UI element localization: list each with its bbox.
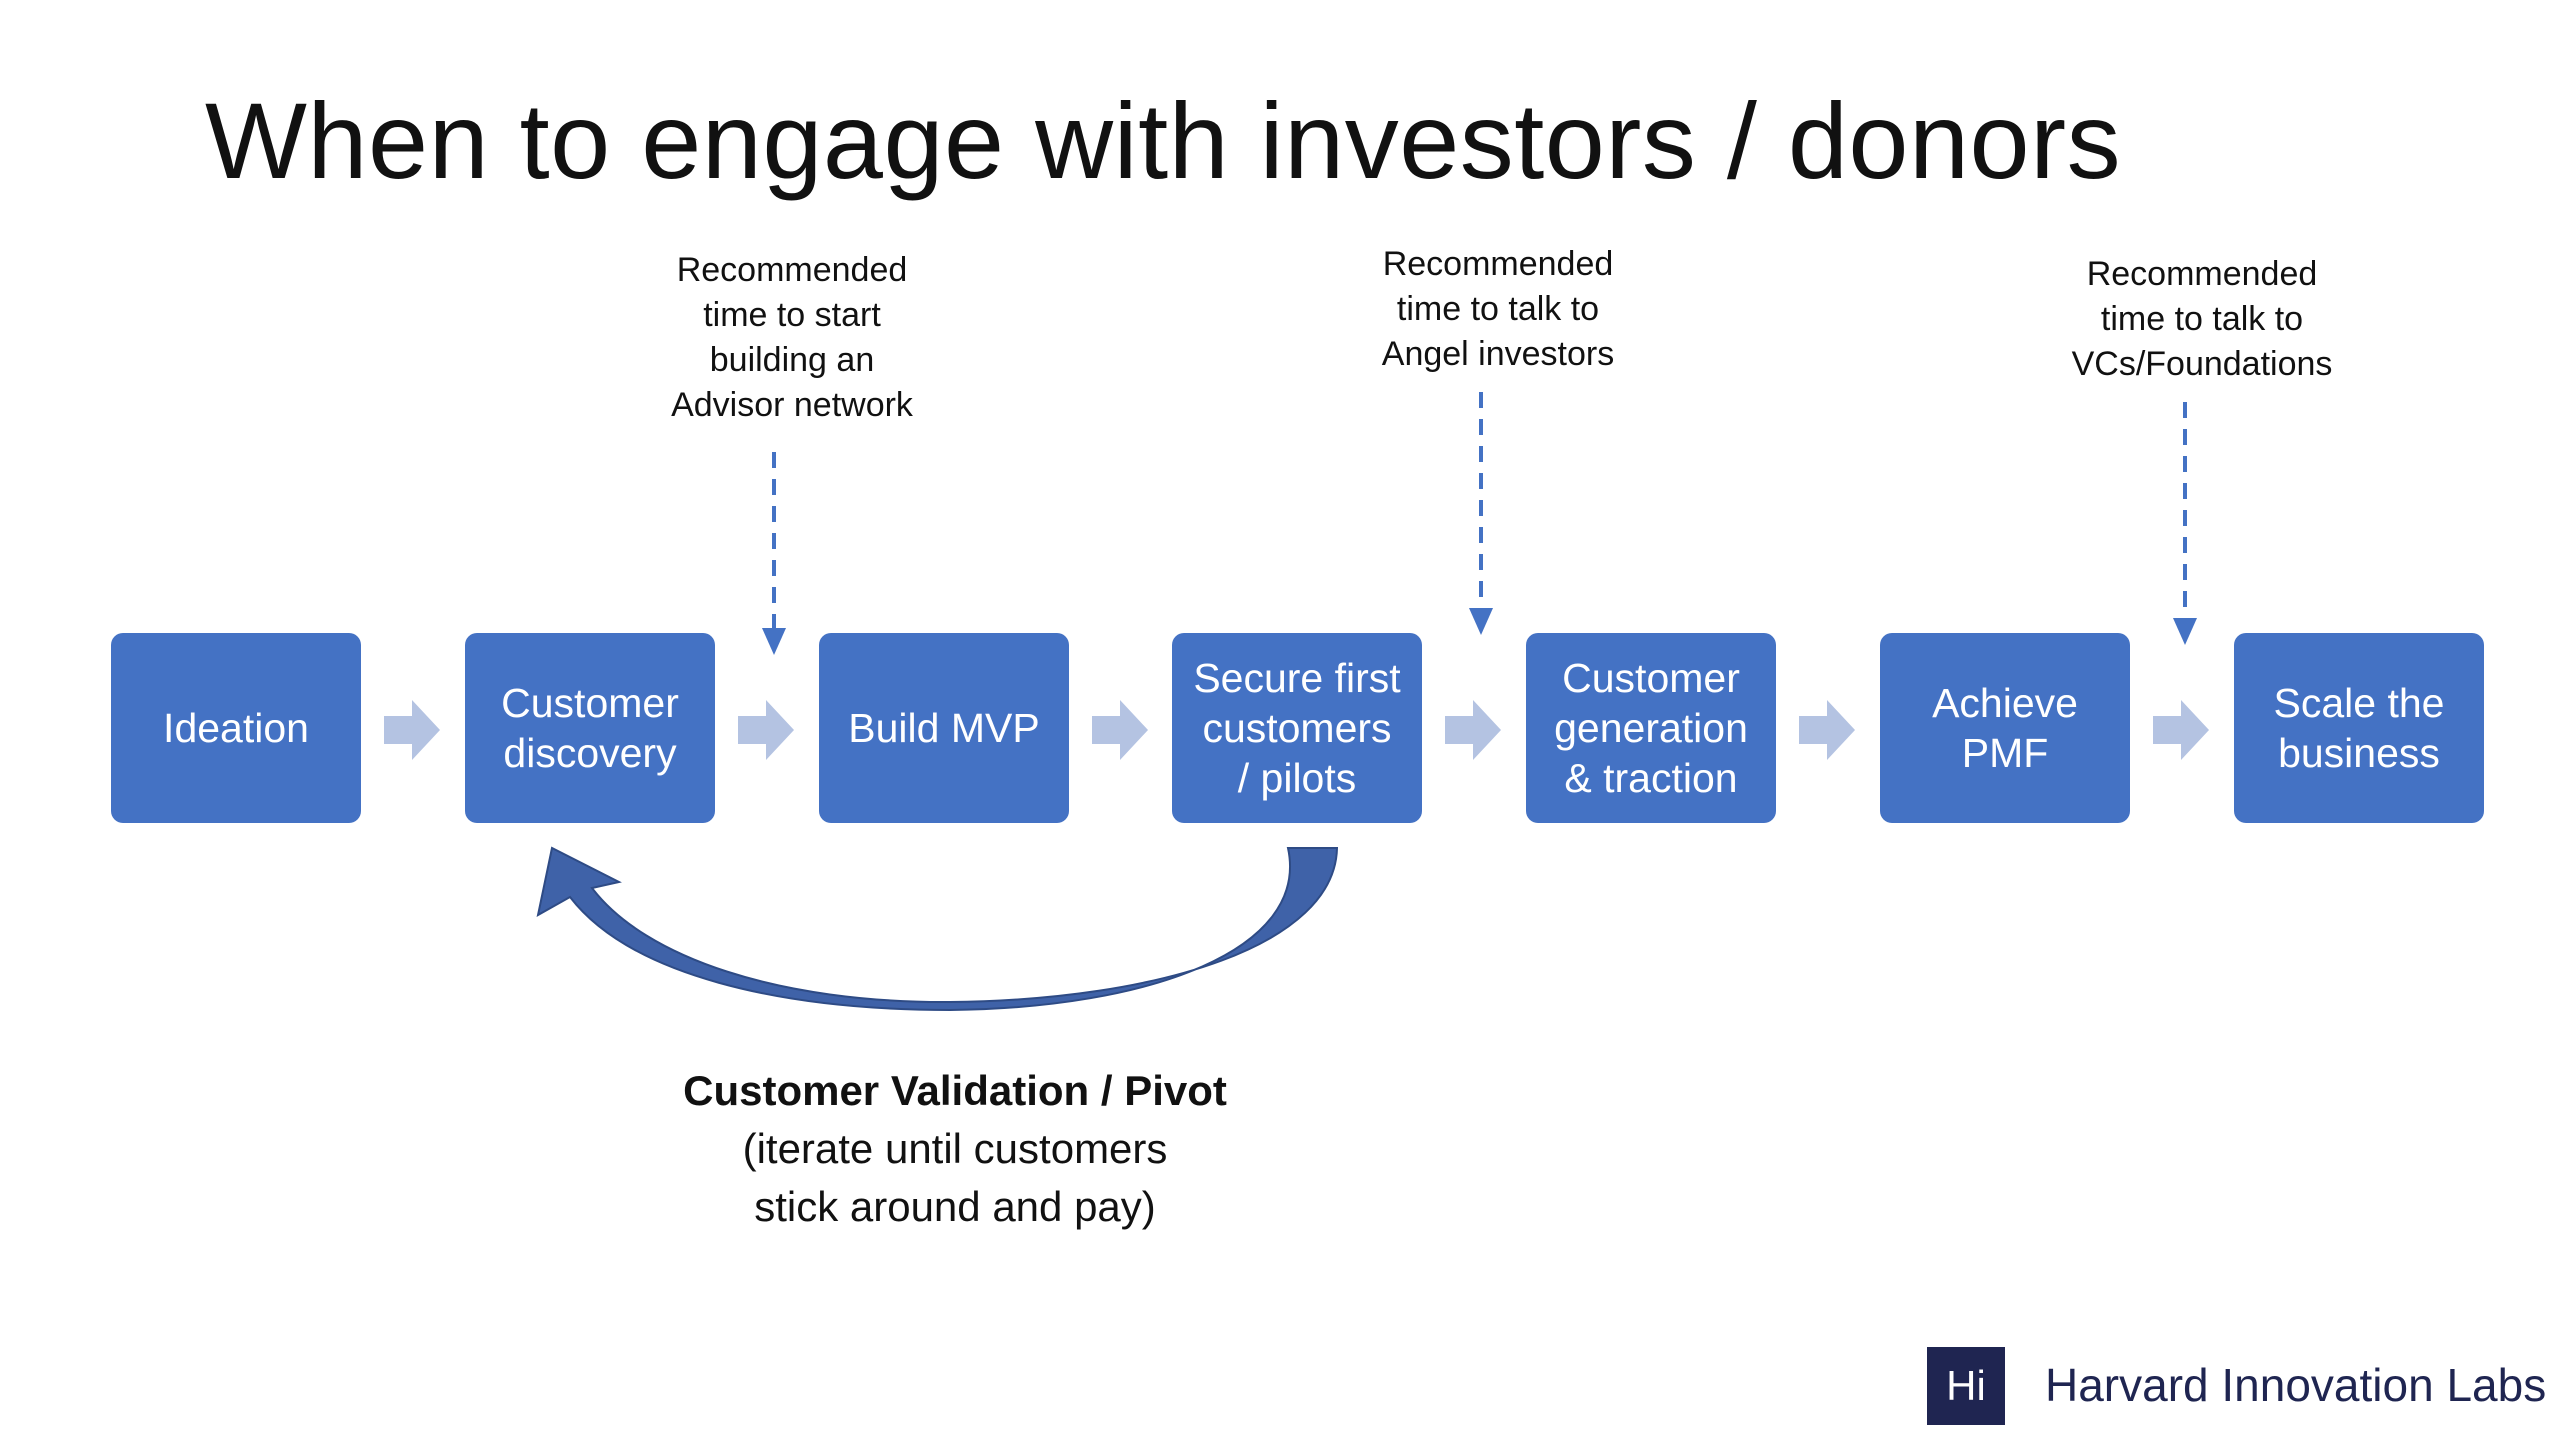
pivot-caption: Customer Validation / Pivot (iterate unt… xyxy=(560,1062,1350,1236)
chevron-arrow-icon xyxy=(1445,700,1501,760)
stage-secure-first-customers: Secure first customers / pilots xyxy=(1172,633,1422,823)
slide-title: When to engage with investors / donors xyxy=(205,80,2122,201)
chevron-arrow-icon xyxy=(1799,700,1855,760)
stage-customer-discovery-label: Customer discovery xyxy=(501,680,679,776)
dashed-arrowhead-vc xyxy=(2173,618,2197,645)
stage-ideation: Ideation xyxy=(111,633,361,823)
chevron-arrow-icon xyxy=(1092,700,1148,760)
stage-achieve-pmf: Achieve PMF xyxy=(1880,633,2130,823)
chevron-arrow-icon xyxy=(2153,700,2209,760)
pivot-caption-subtitle: (iterate until customers stick around an… xyxy=(742,1125,1168,1230)
chevron-arrow-icon xyxy=(738,700,794,760)
logo-text: Harvard Innovation Labs xyxy=(2045,1359,2547,1411)
stage-scale-business-label: Scale the business xyxy=(2273,680,2445,776)
stage-build-mvp: Build MVP xyxy=(819,633,1069,823)
stage-customer-generation-label: Customer generation & traction xyxy=(1554,655,1748,801)
stage-customer-discovery: Customer discovery xyxy=(465,633,715,823)
pivot-caption-title: Customer Validation / Pivot xyxy=(683,1067,1227,1114)
chevron-arrow-icon xyxy=(384,700,440,760)
note-vcs-foundations: Recommended time to talk to VCs/Foundati… xyxy=(2071,255,2333,383)
dashed-arrowhead-advisor xyxy=(762,628,786,655)
note-angel-investors: Recommended time to talk to Angel invest… xyxy=(1381,245,1615,373)
stage-scale-business: Scale the business xyxy=(2234,633,2484,823)
stage-achieve-pmf-label: Achieve PMF xyxy=(1932,680,2078,776)
note-advisor-network: Recommended time to start building an Ad… xyxy=(671,251,913,424)
stage-ideation-label: Ideation xyxy=(163,705,309,751)
logo-mark: Hi xyxy=(1927,1347,2005,1425)
stage-customer-generation: Customer generation & traction xyxy=(1526,633,1776,823)
pivot-loop-arrow xyxy=(536,846,1339,1012)
stage-secure-first-customers-label: Secure first customers / pilots xyxy=(1193,655,1401,801)
dashed-arrowhead-angel xyxy=(1469,608,1493,635)
stage-build-mvp-label: Build MVP xyxy=(848,705,1040,751)
